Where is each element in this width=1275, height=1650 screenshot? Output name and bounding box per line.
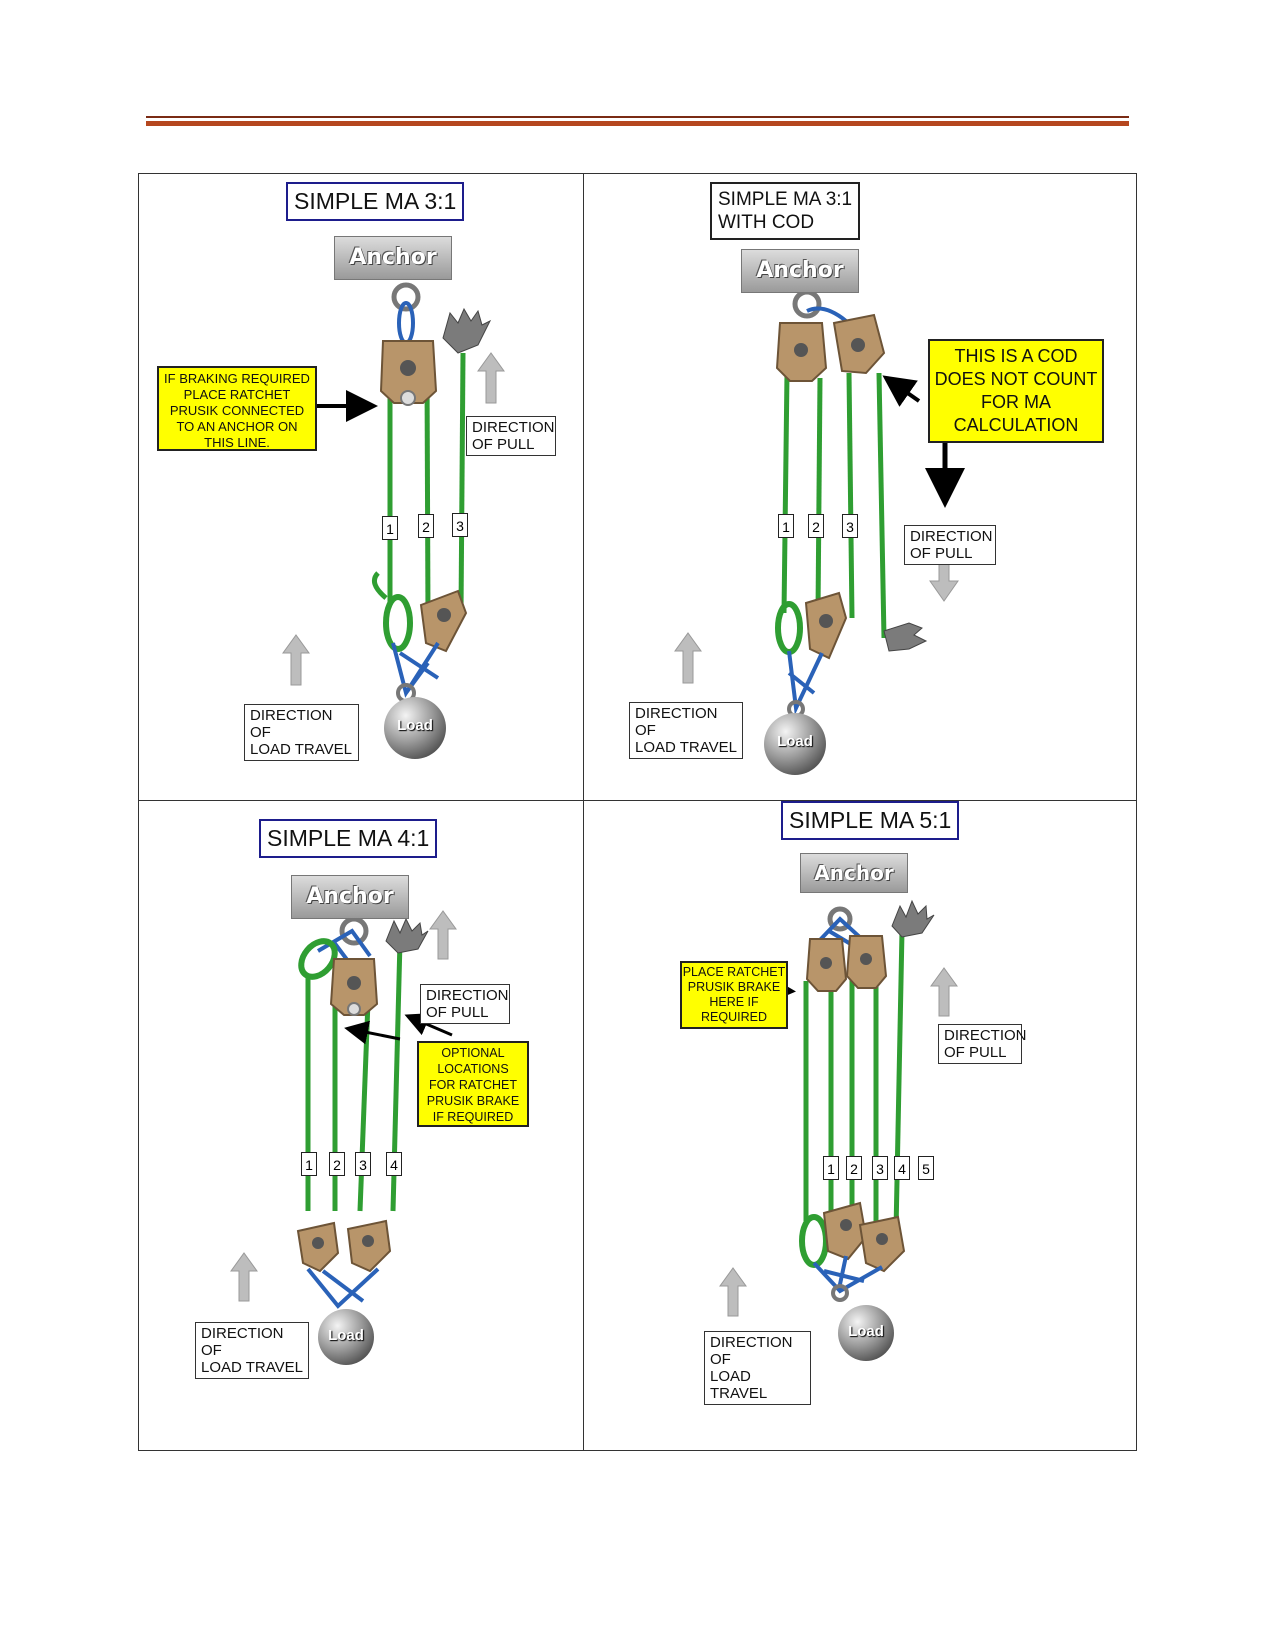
hand-icon: [891, 899, 935, 938]
anchor-block: Anchor: [334, 236, 452, 280]
strand-number-4: 4: [386, 1152, 402, 1176]
rope-strand-3: [846, 372, 855, 619]
strand-number-2: 2: [808, 514, 824, 538]
cod-pointer-arrow: [882, 375, 921, 407]
hand-icon: [442, 307, 492, 354]
strand-number-3: 3: [872, 1156, 888, 1180]
strand-number-3: 3: [355, 1152, 371, 1176]
figure-eight-knot: [298, 938, 338, 980]
travel-direction-arrow: [230, 1252, 258, 1302]
figure-eight-knot: [799, 1214, 829, 1268]
strand-number-2: 2: [418, 514, 434, 538]
direction-of-load-travel-label: DIRECTION OF LOAD TRAVEL: [704, 1331, 811, 1405]
anchor-ring: [792, 289, 822, 319]
strand-number-3: 3: [842, 514, 858, 538]
rope-strand-1: [781, 372, 790, 614]
rigging-drawing: [282, 282, 505, 703]
grid-divider-vertical: [583, 173, 584, 1451]
anchor-ring: [339, 916, 369, 946]
strand-number-1: 1: [778, 514, 794, 538]
sling-top: [316, 928, 372, 963]
sling-chain: [787, 650, 824, 716]
strand-number-5: 5: [918, 1156, 934, 1180]
pulley-bottom-1: [822, 1201, 868, 1261]
strand-number-3: 3: [452, 513, 468, 537]
figure-eight-knot: [775, 601, 803, 655]
anchor-ring: [391, 282, 421, 312]
travel-direction-arrow: [674, 632, 702, 684]
load-weight: Load: [764, 713, 826, 775]
brake-locations-note: OPTIONAL LOCATIONS FOR RATCHET PRUSIK BR…: [417, 1041, 529, 1127]
strand-number-1: 1: [301, 1152, 317, 1176]
rope-strand-2: [815, 377, 823, 614]
rope-strand-5: [893, 930, 905, 1232]
rope-strand-pull: [876, 372, 887, 639]
panel-ma-5-1: SIMPLE MA 5:1 Anchor PLACE RATCHET PRUSI…: [584, 801, 1136, 1451]
strand-number-4: 4: [894, 1156, 910, 1180]
brake-note: IF BRAKING REQUIRED PLACE RATCHET PRUSIK…: [157, 366, 317, 451]
panel-title: SIMPLE MA 4:1: [259, 819, 438, 858]
panel-ma-3-1: SIMPLE MA 3:1 Anchor IF BRAKING REQUIRED…: [138, 173, 583, 800]
panel-ma-4-1: SIMPLE MA 4:1 Anchor DIRECTION OF PULL O…: [138, 801, 583, 1451]
panel-title: SIMPLE MA 3:1 WITH COD: [710, 182, 861, 240]
direction-of-pull-label: DIRECTION OF PULL: [466, 416, 556, 456]
pull-direction-arrow: [477, 352, 505, 404]
direction-of-pull-label: DIRECTION OF PULL: [420, 984, 510, 1024]
panel-title: SIMPLE MA 5:1: [781, 801, 960, 840]
sling-chain: [306, 1267, 380, 1309]
load-weight: Load: [318, 1309, 374, 1365]
pull-direction-arrow: [930, 967, 958, 1017]
load-weight: Load: [838, 1305, 894, 1361]
pointer-arrow-1: [344, 1020, 401, 1045]
sling-chain: [812, 1255, 883, 1294]
travel-direction-arrow: [282, 634, 310, 686]
strand-number-2: 2: [329, 1152, 345, 1176]
anchor-ring: [827, 906, 853, 932]
hand-icon: [385, 917, 429, 954]
strand-number-1: 1: [823, 1156, 839, 1180]
travel-direction-arrow: [719, 1267, 747, 1317]
direction-of-load-travel-label: DIRECTION OF LOAD TRAVEL: [244, 704, 359, 761]
carabiner: [806, 306, 848, 323]
pull-direction-arrow: [429, 910, 457, 960]
panel-ma-3-1-with-cod: SIMPLE MA 3:1 WITH COD Anchor THIS IS A …: [584, 173, 1136, 800]
strand-number-1: 1: [382, 516, 398, 540]
rope-strand-2: [424, 372, 431, 619]
hand-icon: [883, 622, 928, 652]
header-rule-thin: [146, 116, 1129, 118]
load-ring: [831, 1284, 849, 1302]
pointer-arrow-2: [404, 1013, 453, 1037]
rigging-drawing: [719, 899, 958, 1317]
anchor-block: Anchor: [741, 249, 859, 293]
header-rule-thick: [146, 121, 1129, 126]
load-weight: Load: [384, 697, 446, 759]
diagram-grid: [138, 173, 1137, 1451]
direction-of-pull-label: DIRECTION OF PULL: [904, 525, 996, 565]
direction-of-pull-label: DIRECTION OF PULL: [938, 1024, 1027, 1064]
direction-of-load-travel-label: DIRECTION OF LOAD TRAVEL: [629, 702, 743, 759]
rigging-drawing: [674, 289, 965, 718]
rope-strand-3: [458, 352, 466, 614]
direction-of-load-travel-label: DIRECTION OF LOAD TRAVEL: [195, 1322, 309, 1379]
strand-number-2: 2: [846, 1156, 862, 1180]
panel-title: SIMPLE MA 3:1: [286, 182, 465, 221]
grid-divider-horizontal: [138, 800, 1137, 801]
anchor-block: Anchor: [800, 853, 908, 893]
brake-placement-note: PLACE RATCHET PRUSIK BRAKE HERE IF REQUI…: [680, 961, 788, 1029]
cod-note: THIS IS A COD DOES NOT COUNT FOR MA CALC…: [928, 339, 1104, 443]
anchor-block: Anchor: [291, 875, 409, 919]
figure-eight-knot: [383, 594, 413, 652]
